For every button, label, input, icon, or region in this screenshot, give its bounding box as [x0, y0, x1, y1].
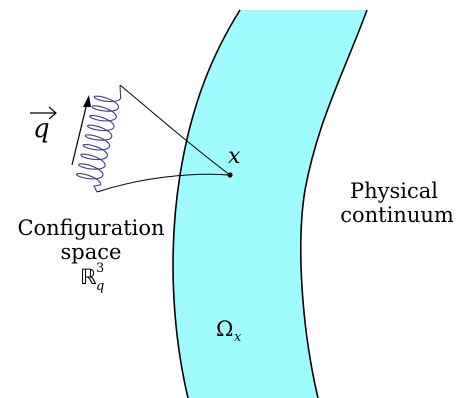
q-overarrow-head [48, 106, 57, 120]
point-x-label: x [228, 144, 241, 169]
config-line2: space [61, 240, 122, 264]
point-x-dot [227, 172, 233, 178]
continuum-right-boundary [300, 9, 368, 398]
physical-line2: continuum [340, 203, 454, 227]
config-space-subscript: q [96, 279, 104, 294]
q-vector-text: q [33, 114, 50, 144]
config-space-superscript: 3 [96, 261, 104, 276]
physical-continuum-label: Physical continuum [340, 179, 454, 227]
config-line1: Configuration [17, 216, 164, 240]
omega-x-label: Ω x [216, 317, 242, 345]
omega-symbol: Ω [216, 317, 233, 341]
omega-subscript: x [234, 330, 242, 345]
link-line-lower [96, 173, 231, 193]
physical-line1: Physical [350, 179, 438, 203]
link-line-upper [119, 84, 231, 176]
q-arrow-shaft [71, 102, 88, 166]
q-vector-label: q [30, 106, 57, 144]
spring-coil [75, 84, 122, 193]
configuration-space-label: Configuration space ℝ 3 q [17, 216, 164, 294]
config-space-symbol: ℝ [80, 265, 97, 289]
q-arrow-head [83, 95, 91, 107]
physical-continuum-band [173, 10, 367, 398]
